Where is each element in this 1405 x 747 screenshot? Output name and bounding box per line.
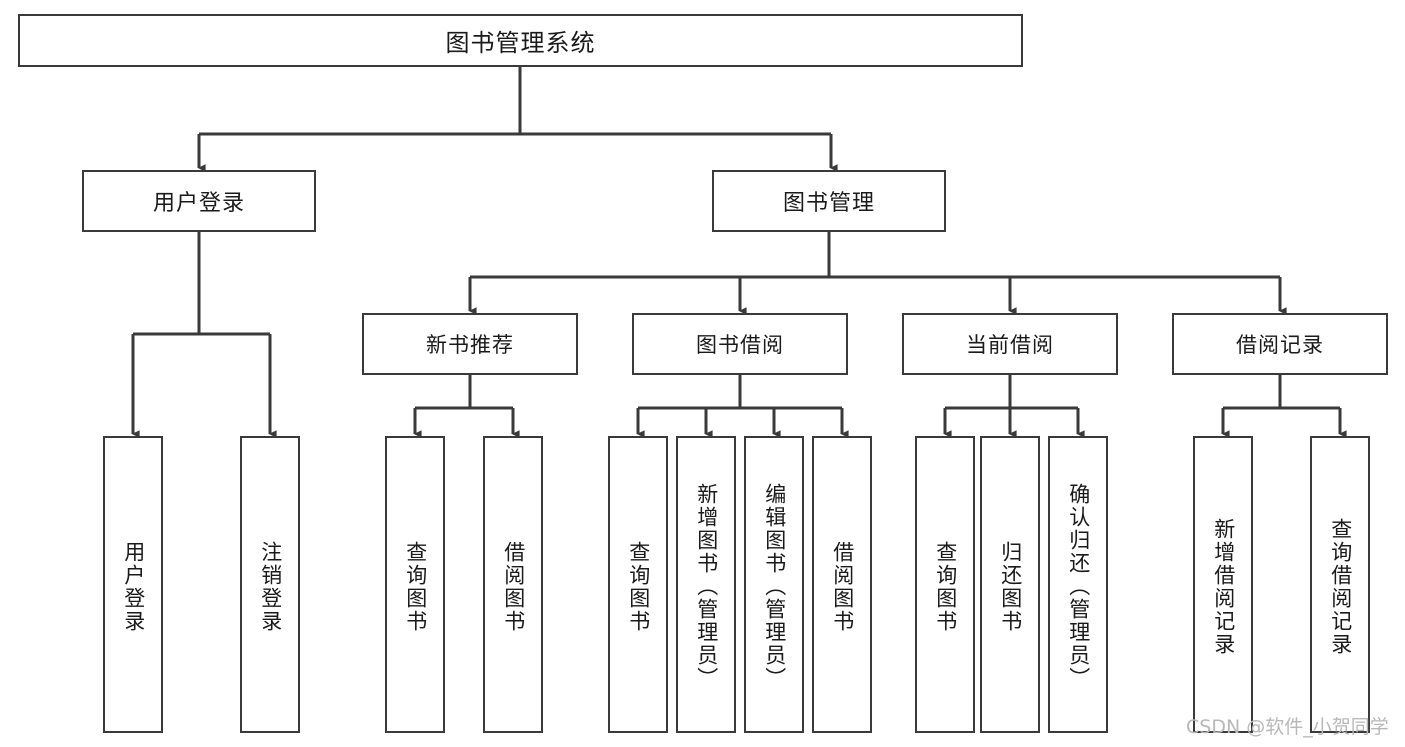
leaf-body: 注销登录: [242, 442, 298, 731]
leaf-query-book-recommend[interactable]: 查询图书: [385, 436, 445, 733]
leaf-query-borrow-record[interactable]: 查询借阅记录: [1310, 436, 1370, 733]
leaf-borrow-book[interactable]: 借阅图书: [812, 436, 872, 733]
node-label: 确认归还（管理员）: [1066, 483, 1091, 690]
node-label: 查询图书: [403, 540, 428, 633]
node-user-login[interactable]: 用户登录: [82, 170, 316, 232]
node-label: 借阅图书: [501, 540, 526, 633]
leaf-body: 查询图书: [387, 442, 443, 731]
leaf-user-login[interactable]: 用户登录: [103, 436, 163, 733]
leaf-body: 新增图书（管理员）: [678, 442, 734, 731]
node-label: 新增借阅记录: [1211, 517, 1236, 656]
leaf-borrow-book-recommend[interactable]: 借阅图书: [483, 436, 543, 733]
node-new-book-recommend[interactable]: 新书推荐: [362, 313, 578, 375]
node-book-management-system[interactable]: 图书管理系统: [18, 14, 1023, 67]
node-label: 新增图书（管理员）: [694, 483, 719, 690]
node-label: 借阅图书: [830, 540, 855, 633]
leaf-body: 借阅图书: [814, 442, 870, 731]
leaf-add-book-admin[interactable]: 新增图书（管理员）: [676, 436, 736, 733]
node-label: 查询借阅记录: [1328, 517, 1353, 656]
leaf-body: 查询图书: [917, 442, 973, 731]
leaf-body: 确认归还（管理员）: [1050, 442, 1106, 731]
node-book-borrow[interactable]: 图书借阅: [632, 313, 848, 375]
leaf-body: 查询图书: [610, 442, 666, 731]
leaf-query-book-current[interactable]: 查询图书: [915, 436, 975, 733]
node-borrow-record[interactable]: 借阅记录: [1172, 313, 1388, 375]
leaf-logout-login[interactable]: 注销登录: [240, 436, 300, 733]
leaf-add-borrow-record[interactable]: 新增借阅记录: [1193, 436, 1253, 733]
leaf-return-book[interactable]: 归还图书: [980, 436, 1040, 733]
leaf-confirm-return-admin[interactable]: 确认归还（管理员）: [1048, 436, 1108, 733]
node-label: 图书管理: [782, 191, 875, 216]
node-label: 归还图书: [998, 540, 1023, 633]
leaf-edit-book-admin[interactable]: 编辑图书（管理员）: [744, 436, 804, 733]
node-label: 查询图书: [626, 540, 651, 633]
csdn-watermark: CSDN @软件_小贺同学: [1186, 716, 1389, 738]
leaf-body: 查询借阅记录: [1312, 442, 1368, 731]
node-label: 用户登录: [152, 191, 245, 216]
node-label: 当前借阅: [966, 333, 1054, 357]
leaf-body: 用户登录: [105, 442, 161, 731]
leaf-body: 归还图书: [982, 442, 1038, 731]
leaf-body: 编辑图书（管理员）: [746, 442, 802, 731]
node-label: 注销登录: [258, 540, 283, 633]
leaf-query-book-borrow[interactable]: 查询图书: [608, 436, 668, 733]
node-book-manage[interactable]: 图书管理: [712, 170, 946, 232]
node-current-borrow[interactable]: 当前借阅: [902, 313, 1118, 375]
node-label: 查询图书: [933, 540, 958, 633]
node-label: 借阅记录: [1236, 333, 1324, 357]
node-label: 新书推荐: [426, 333, 514, 357]
leaf-body: 新增借阅记录: [1195, 442, 1251, 731]
node-label: 用户登录: [121, 540, 146, 633]
node-label: 图书借阅: [696, 333, 784, 357]
node-label: 图书管理系统: [445, 29, 596, 57]
leaf-body: 借阅图书: [485, 442, 541, 731]
node-label: 编辑图书（管理员）: [762, 483, 787, 690]
